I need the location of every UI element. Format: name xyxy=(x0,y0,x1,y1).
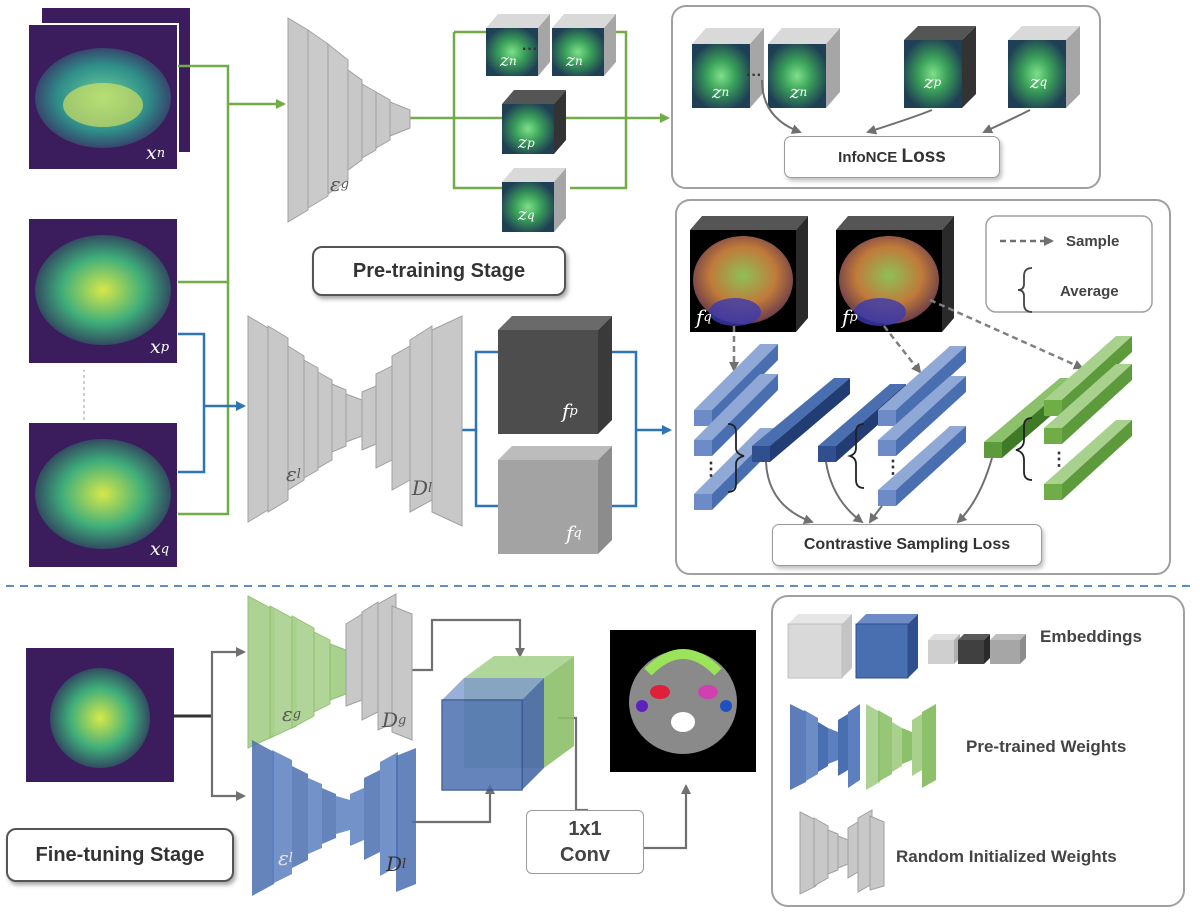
random-weights-icon xyxy=(799,809,885,895)
conv-line1: 1x1 xyxy=(568,818,602,840)
dark-blue-avg-bar-1 xyxy=(752,378,850,462)
z-cube-n1 xyxy=(486,14,550,76)
feature-cube-fp xyxy=(498,316,612,434)
green-connectors xyxy=(178,30,670,516)
panel-z-cube-n1 xyxy=(692,28,764,108)
embedding-cube-icons xyxy=(787,614,1026,679)
z-cube-n2 xyxy=(552,14,616,76)
finetuning-stage-label: Fine-tuning Stage xyxy=(6,828,234,882)
sample-arrows xyxy=(729,298,1084,374)
label-x-n-sub: n xyxy=(156,145,166,161)
ellipsis-bars-green: ⋮ xyxy=(1050,448,1068,469)
random-weights-legend-label: Random Initialized Weights xyxy=(896,847,1117,866)
embeddings-legend-label: Embeddings xyxy=(1040,627,1143,646)
conv-line2: Conv xyxy=(560,844,610,866)
blue-bar-group-right xyxy=(878,346,966,506)
pretrained-weights-legend-label: Pre-trained Weights xyxy=(966,737,1127,756)
average-legend-label: Average xyxy=(1060,282,1119,300)
panel-z-cube-q xyxy=(1008,26,1080,108)
label-x-p-sub: p xyxy=(160,339,170,355)
infonce-loss-suffix: Loss xyxy=(901,146,946,167)
sampling-legend-box xyxy=(985,215,1153,313)
input-image-xn xyxy=(27,8,190,171)
blue-connectors xyxy=(178,332,672,508)
average-braces xyxy=(727,417,1033,493)
infonce-loss-box: InfoNCE Loss xyxy=(784,136,1000,178)
pretrained-weights-icon xyxy=(790,704,936,790)
finetune-connectors xyxy=(174,618,691,850)
green-bar-group xyxy=(984,336,1132,500)
contrastive-arrows xyxy=(765,457,993,524)
input-image-xq xyxy=(27,421,179,569)
ellipsis-z-panel: ··· xyxy=(746,67,762,84)
infonce-loss-prefix: InfoNCE xyxy=(838,148,902,166)
fused-feature-cube xyxy=(441,656,574,791)
label-x-q-sub: q xyxy=(160,541,170,557)
seg-map-fq xyxy=(690,216,808,332)
average-brace-icon xyxy=(1017,267,1033,313)
z-cube-p xyxy=(502,90,566,154)
conv-1x1-box: 1x1 Conv xyxy=(526,810,644,874)
global-encoder xyxy=(287,17,411,223)
z-cube-q xyxy=(502,168,566,232)
segmentation-output-image xyxy=(610,630,756,772)
seg-map-fp xyxy=(836,216,954,332)
ellipsis-z-middle: ··· xyxy=(522,41,538,58)
ellipsis-bars-right: ⋮ xyxy=(884,456,902,477)
contrastive-sampling-loss-box: Contrastive Sampling Loss xyxy=(772,524,1042,566)
sample-legend-label: Sample xyxy=(1066,232,1120,250)
input-image-xp xyxy=(27,217,179,365)
feature-cube-fq xyxy=(498,446,612,554)
ellipsis-bars-left: ⋮ xyxy=(702,458,720,479)
finetune-input-image xyxy=(26,648,174,782)
finetune-global-encoder-decoder xyxy=(247,593,413,749)
local-encoder-decoder xyxy=(247,315,463,527)
panel-z-cube-n2 xyxy=(768,28,840,108)
infonce-arrows xyxy=(761,79,1031,135)
pretraining-stage-label: Pre-training Stage xyxy=(312,246,566,296)
panel-z-cube-p xyxy=(904,26,976,108)
finetune-local-encoder-decoder xyxy=(252,740,416,896)
